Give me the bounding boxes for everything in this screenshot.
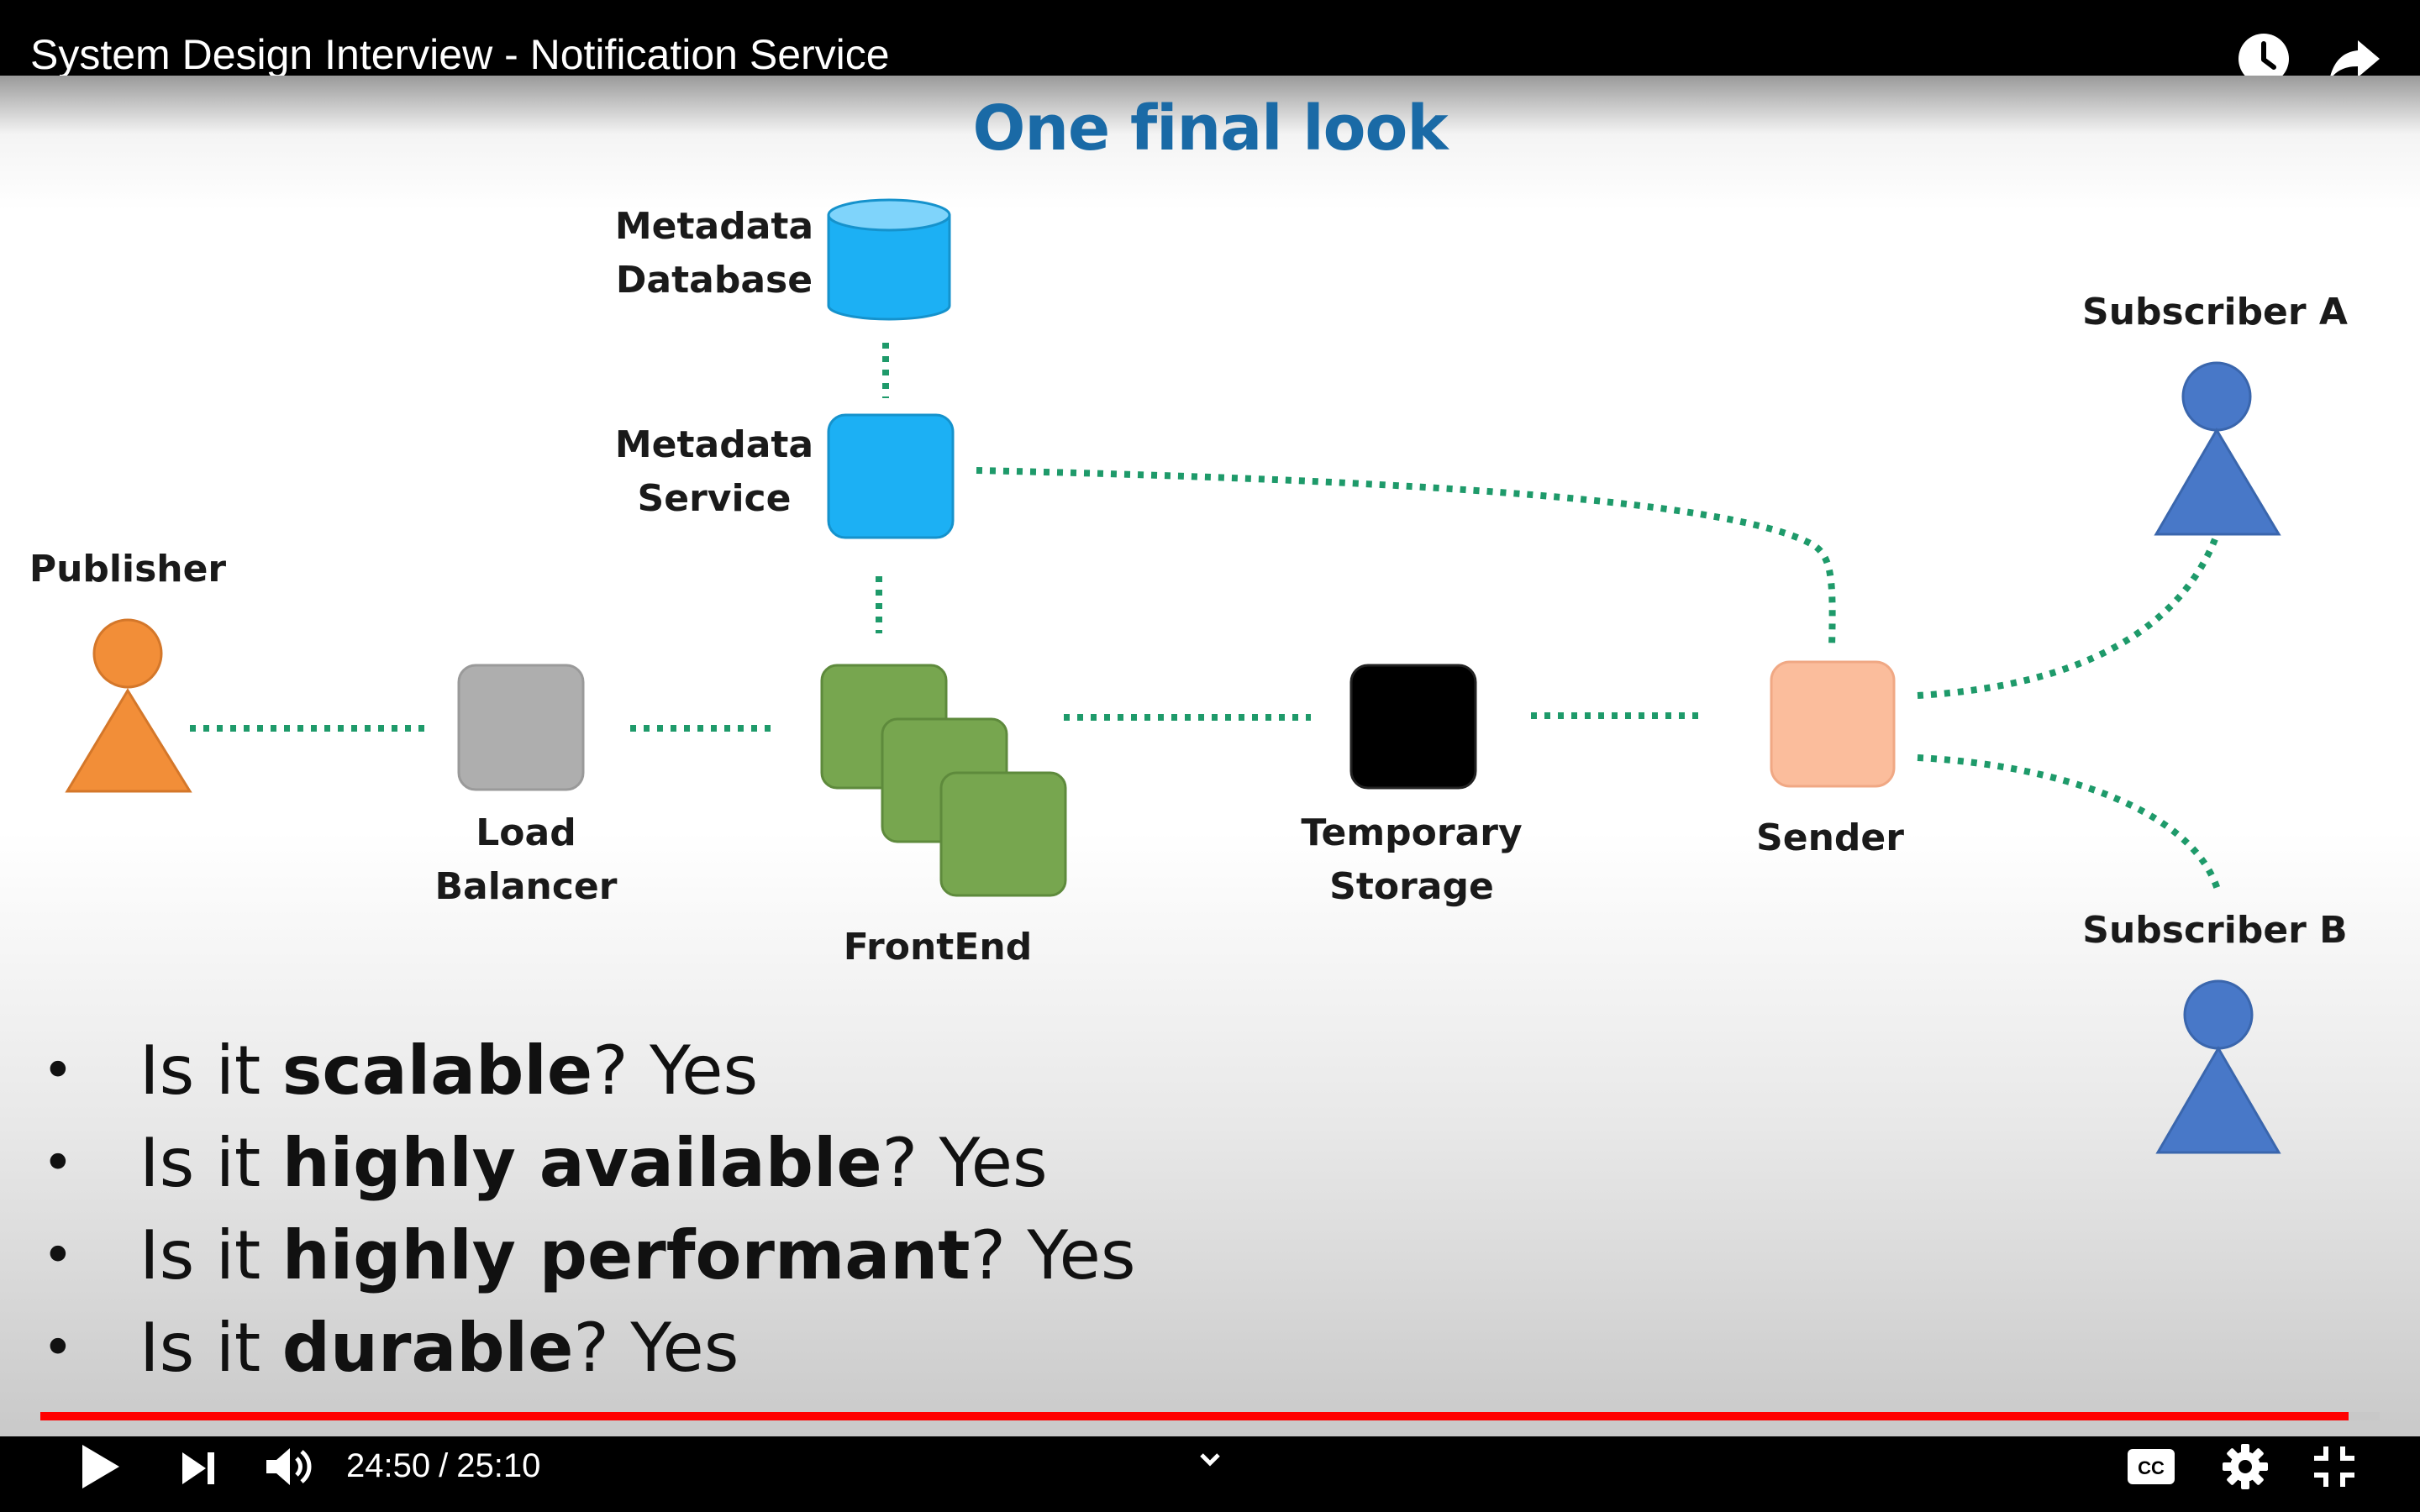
video-title[interactable]: System Design Interview - Notification S… [30,31,890,78]
metadata-service-label: Metadata Service [614,423,814,520]
load-balancer-icon [457,664,585,791]
chevron-down-icon[interactable] [1193,1443,1227,1477]
list-item: •Is it highly performant? Yes [42,1216,1136,1294]
subscriber-a-icon [2154,361,2281,536]
exit-fullscreen-icon[interactable] [2307,1440,2361,1494]
subscriber-b-icon [2155,979,2281,1154]
video-top-bar: System Design Interview - Notification S… [0,0,2420,84]
list-item: •Is it durable? Yes [42,1309,739,1387]
list-item: •Is it highly available? Yes [42,1124,1048,1202]
slide-title: One final look [972,92,1448,165]
publisher-icon [65,618,192,793]
settings-icon[interactable] [2218,1440,2272,1494]
time-separator: / [439,1447,449,1484]
publisher-label: Publisher [29,548,227,591]
load-balancer-label: Load Balancer [434,811,618,908]
metadata-database-label: Metadata Database [614,205,814,302]
subscriber-a-label: Subscriber A [2082,291,2348,333]
share-icon[interactable] [2326,30,2383,87]
frontend-label: FrontEnd [843,926,1033,969]
slide: One final look [0,76,2420,1436]
time-display: 24:50/25:10 [346,1445,540,1487]
play-icon[interactable] [72,1440,126,1494]
metadata-database-icon [827,198,951,321]
progress-played [40,1412,2349,1420]
sender-label: Sender [1756,816,1904,859]
frontend-icon [820,664,1067,897]
sender-icon [1770,660,1896,788]
next-icon[interactable] [173,1443,224,1494]
progress-bar[interactable] [40,1412,2380,1420]
list-item: •Is it scalable? Yes [42,1032,759,1110]
temporary-storage-label: Temporary Storage [1301,811,1523,908]
current-time: 24:50 [346,1447,431,1484]
architecture-diagram [65,198,2281,1154]
subscriber-b-label: Subscriber B [2082,909,2348,952]
volume-icon[interactable] [260,1440,319,1494]
metadata-service-icon [827,413,955,539]
connector-service-to-sender [976,467,1836,648]
connector-sender-to-subscriber-a [1917,538,2218,699]
captions-icon[interactable]: CC [2126,1441,2176,1492]
checklist: •Is it scalable? Yes •Is it highly avail… [42,1025,1136,1394]
watch-later-icon[interactable] [2235,30,2292,87]
connector-sender-to-subscriber-b [1917,754,2222,894]
player-controls [0,1436,2420,1512]
duration: 25:10 [456,1447,541,1484]
svg-text:CC: CC [2138,1457,2165,1478]
temporary-storage-icon [1349,664,1477,790]
connectors [190,343,2222,894]
